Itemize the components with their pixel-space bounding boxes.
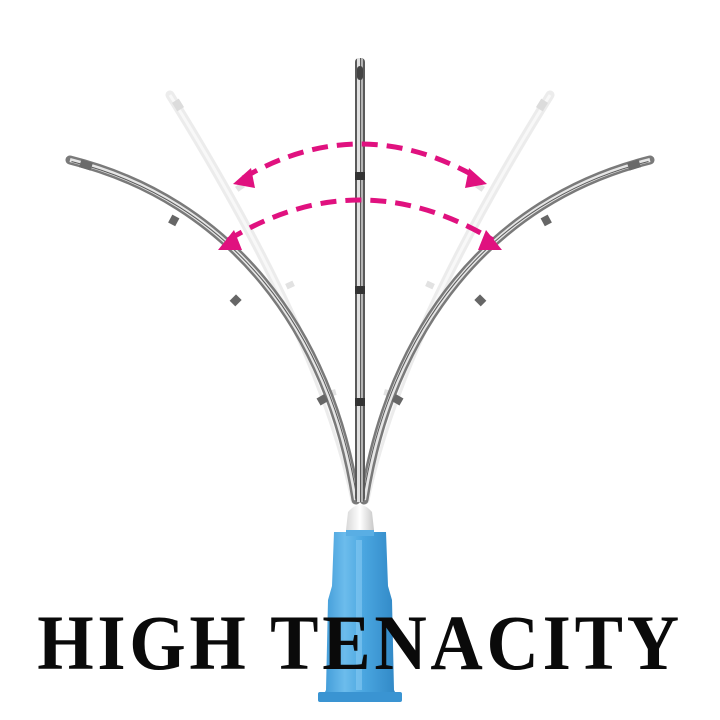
cannula-center xyxy=(355,58,365,502)
arrowhead-lower-right-icon xyxy=(478,230,502,250)
arrowhead-upper-right-icon xyxy=(465,168,487,188)
ghost-cannula-right xyxy=(360,90,555,505)
flex-arrow-lower xyxy=(218,197,502,250)
luer-hub xyxy=(318,505,402,702)
cannula-far-right xyxy=(359,155,655,505)
ghost-cannula-left xyxy=(165,90,360,505)
arrowhead-lower-left-icon xyxy=(218,230,242,250)
arrowhead-upper-left-icon xyxy=(233,168,255,188)
flex-arrow-upper xyxy=(233,141,487,188)
cannula-far-left xyxy=(65,155,361,505)
headline-text: HIGH TENACITY xyxy=(37,599,683,686)
